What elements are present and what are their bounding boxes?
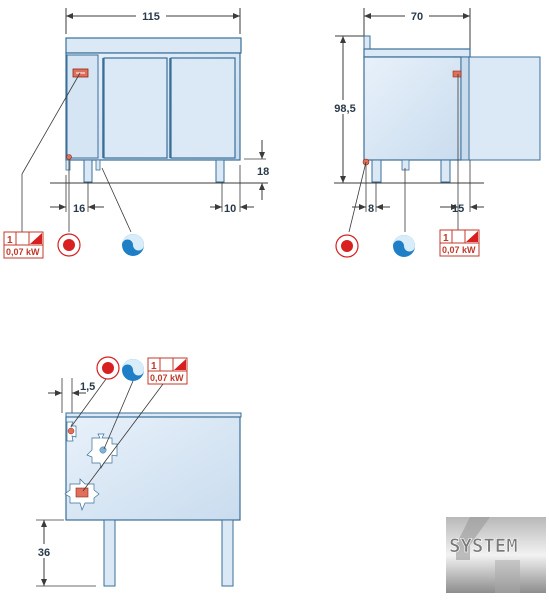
rear-leg-right (221, 519, 234, 587)
connection-offset-label: 15 (452, 203, 464, 215)
rear-body (65, 416, 241, 521)
rear-phase-label: 1 (151, 361, 157, 372)
side-water-icon (393, 235, 415, 257)
door-left (103, 57, 168, 159)
rear-water-icon (122, 359, 144, 381)
rear-electric-icon (96, 356, 120, 380)
leg-height-label: 18 (257, 166, 269, 178)
front-water-icon (122, 234, 144, 256)
side-view: 70 98,5 8 15 (330, 8, 541, 258)
worktop (65, 37, 242, 54)
rear-leg-height-label: 36 (38, 547, 50, 559)
open-door-panel (468, 56, 541, 161)
side-phase-label: 1 (443, 233, 449, 244)
right-offset-label: 10 (224, 203, 236, 215)
front-electric-icon (57, 233, 81, 257)
door-open-outline (460, 56, 470, 161)
side-power-badge: 1 0,07 kW (439, 229, 480, 257)
rear-electrical-cutout (64, 478, 100, 512)
system-logo: SYSTEM (446, 517, 546, 593)
rear-electric-cutout (66, 421, 77, 442)
rear-view: 1 0,07 kW 1,5 36 (32, 356, 242, 587)
front-electric-point (66, 154, 72, 160)
side-power-label: 0,07 kW (442, 245, 476, 255)
door-right (170, 57, 236, 159)
rear-power-label: 0,07 kW (150, 373, 184, 383)
side-controller (452, 70, 462, 78)
width-label: 115 (142, 11, 160, 23)
side-worktop (363, 48, 471, 58)
top-offset-label: 1,5 (80, 381, 95, 393)
leg-1 (83, 159, 93, 183)
side-electric-icon (335, 234, 359, 258)
left-offset-label: 16 (73, 203, 85, 215)
backsplash (363, 35, 371, 51)
logo-text: SYSTEM (449, 535, 518, 557)
front-power-badge: 1 0,07 kW (3, 231, 44, 259)
rear-power-badge: 1 0,07 kW (147, 357, 188, 385)
side-body (363, 56, 462, 161)
leg-2 (215, 159, 225, 183)
front-view: 115 18 16 10 (3, 8, 269, 259)
depth-label: 70 (411, 11, 423, 23)
front-phase-label: 1 (7, 235, 13, 246)
rear-top-edge (65, 412, 242, 418)
height-label: 98,5 (334, 103, 355, 115)
rear-leg-left (103, 519, 116, 587)
front-power-label: 0,07 kW (6, 247, 40, 257)
drain-offset-label: 8 (368, 203, 374, 215)
